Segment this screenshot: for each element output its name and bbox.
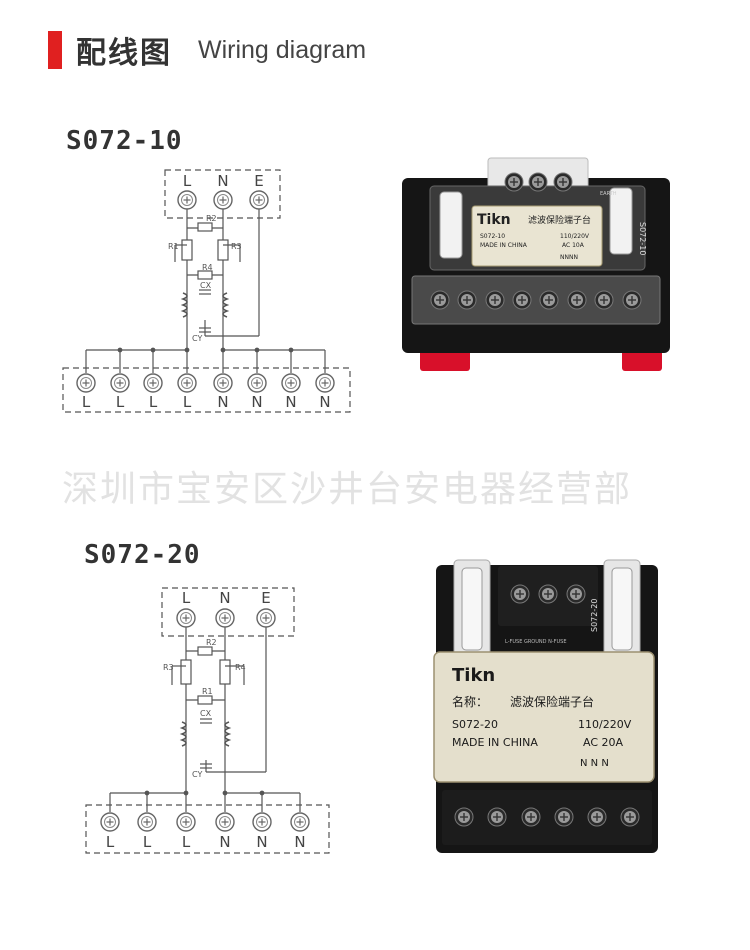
- component-r4: R4: [202, 263, 213, 272]
- product-origin-2: MADE IN CHINA: [452, 736, 538, 749]
- title-en: Wiring diagram: [198, 35, 367, 64]
- earth-mark: EARTH: [600, 191, 617, 197]
- bottom-terminal-5: N: [217, 393, 228, 411]
- bottom-terminal-3: L: [149, 393, 158, 411]
- wiring-diagram-1: [62, 169, 351, 413]
- brand-logo-2: Tikn: [452, 665, 495, 686]
- top-terminal-N-2: N: [219, 589, 230, 607]
- component-cy: CY: [192, 334, 202, 343]
- section-header: 配线图 Wiring diagram: [48, 30, 367, 71]
- bottom-terminal-8: N: [319, 393, 330, 411]
- title-cn: 配线图: [76, 36, 172, 71]
- component-cx: CX: [200, 281, 212, 290]
- product-current-2: AC 20A: [583, 736, 624, 749]
- watermark: 深圳市宝安区沙井台安电器经营部: [62, 469, 633, 510]
- component-r2-2: R2: [206, 638, 217, 647]
- bottom-terminal-6: N: [251, 393, 262, 411]
- bottom-terminal-box-2: [85, 804, 330, 854]
- component-cx-2: CX: [200, 709, 212, 718]
- model-label-1: S072-10: [66, 126, 183, 156]
- bottom-terminal-2: L: [116, 393, 125, 411]
- product-model-2: S072-20: [452, 718, 498, 731]
- product-current-1: AC 10A: [562, 242, 585, 249]
- bottom-terminal-2-3: L: [182, 833, 191, 851]
- bottom-terminal-block-2: [442, 790, 652, 845]
- top-terminal-N: N: [217, 172, 228, 190]
- model-label-2: S072-20: [84, 540, 201, 570]
- accent-bar: [48, 31, 62, 69]
- top-terminal-box-2: [161, 587, 295, 637]
- top-terminal-E: E: [254, 172, 263, 190]
- bottom-terminal-cover: [411, 275, 661, 325]
- component-r2: R2: [206, 214, 217, 223]
- fuse-left: [439, 191, 463, 259]
- side-mark-2: S072-20: [590, 599, 599, 632]
- label-plate-2: [433, 651, 655, 783]
- top-terminal-L: L: [183, 172, 192, 190]
- component-r1: R1: [168, 242, 179, 251]
- wiring-diagram-2: [85, 587, 330, 854]
- brand-logo-1: Tikn: [477, 212, 511, 228]
- bottom-terminal-2-1: L: [106, 833, 115, 851]
- top-terminal-L-2: L: [182, 589, 191, 607]
- bottom-terminal-4: L: [183, 393, 192, 411]
- bottom-terminal-7: N: [285, 393, 296, 411]
- product-photo-2: [433, 559, 658, 853]
- product-voltage-2: 110/220V: [578, 718, 632, 731]
- product-name-1: 滤波保险端子台: [528, 214, 591, 226]
- component-r1-2: R1: [202, 687, 213, 696]
- fuse-right: [609, 187, 633, 255]
- product-name-2: 滤波保险端子台: [510, 694, 594, 709]
- product-nnnn-2: N N N: [580, 758, 609, 769]
- fuse-left-2: [461, 567, 483, 651]
- component-cy-2: CY: [192, 770, 202, 779]
- component-r4-2: R4: [235, 663, 246, 672]
- product-voltage-1: 110/220V: [560, 233, 590, 240]
- product-nnnn-1: NNNN: [560, 254, 578, 261]
- bottom-terminal-2-2: L: [143, 833, 152, 851]
- bottom-terminal-box: [62, 367, 351, 413]
- bottom-terminal-1: L: [82, 393, 91, 411]
- bottom-terminal-2-4: N: [219, 833, 230, 851]
- fuse-right-2: [611, 567, 633, 651]
- bottom-terminal-2-6: N: [294, 833, 305, 851]
- top-terminal-E-2: E: [261, 589, 270, 607]
- side-mark-1: S072-10: [638, 222, 647, 255]
- label-plate: [471, 205, 603, 267]
- fuse-labels: L-FUSE GROUND N-FUSE: [505, 639, 567, 645]
- product-model-1: S072-10: [480, 233, 505, 240]
- component-r3: R3: [231, 242, 242, 251]
- product-origin-1: MADE IN CHINA: [480, 242, 528, 249]
- product-name-prefix-2: 名称：: [452, 694, 488, 709]
- bottom-terminal-2-5: N: [256, 833, 267, 851]
- component-r3-2: R3: [163, 663, 174, 672]
